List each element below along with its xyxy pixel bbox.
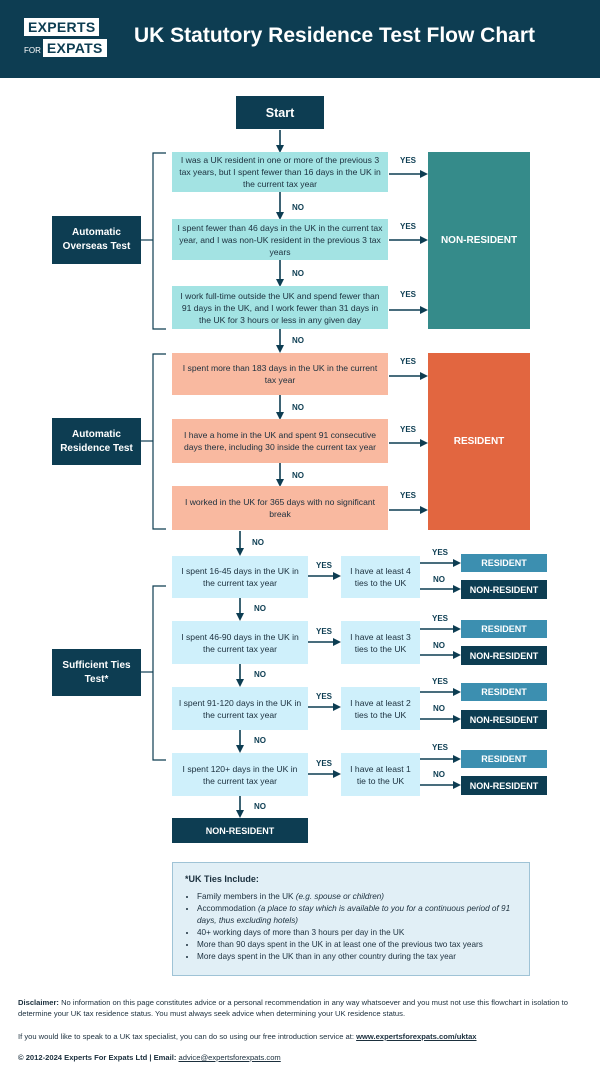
yes-label: YES	[400, 357, 417, 366]
copyright-line: © 2012-2024 Experts For Expats Ltd | Ema…	[18, 1052, 584, 1063]
bracket-ties	[152, 585, 166, 761]
no-label: NO	[254, 604, 266, 613]
list-item: Accommodation (a place to stay which is …	[197, 903, 517, 927]
ties-row-4-non-resident: NON-RESIDENT	[461, 776, 547, 795]
logo-bottom-text: EXPATS	[42, 39, 107, 57]
no-label: NO	[292, 269, 304, 278]
no-label: NO	[433, 704, 445, 713]
no-label: NO	[433, 641, 445, 650]
no-label: NO	[254, 736, 266, 745]
ties-days-question-2: I spent 46-90 days in the UK in the curr…	[172, 621, 308, 664]
final-non-resident: NON-RESIDENT	[172, 818, 308, 843]
overseas-question-1: I was a UK resident in one or more of th…	[172, 152, 388, 192]
overseas-question-2: I spent fewer than 46 days in the UK in …	[172, 219, 388, 260]
yes-label: YES	[432, 614, 449, 623]
ties-row-2-resident: RESIDENT	[461, 620, 547, 638]
contact-text: If you would like to speak to a UK tax s…	[18, 1032, 357, 1041]
sufficient-ties-test-label: Sufficient Ties Test*	[52, 649, 141, 696]
logo-top-text: EXPERTS	[24, 18, 100, 36]
ties-days-question-4: I spent 120+ days in the UK in the curre…	[172, 753, 308, 796]
disclaimer-label: Disclaimer:	[18, 998, 59, 1007]
overseas-question-3: I work full-time outside the UK and spen…	[172, 286, 388, 329]
yes-label: YES	[316, 759, 333, 768]
disclaimer: Disclaimer: No information on this page …	[18, 997, 584, 1019]
no-label: NO	[292, 471, 304, 480]
no-label: NO	[292, 403, 304, 412]
yes-label: YES	[400, 156, 417, 165]
yes-label: YES	[316, 692, 333, 701]
ties-days-question-1: I spent 16-45 days in the UK in the curr…	[172, 556, 308, 598]
contact-line: If you would like to speak to a UK tax s…	[18, 1031, 584, 1042]
yes-label: YES	[400, 290, 417, 299]
no-label: NO	[433, 770, 445, 779]
bracket-overseas	[152, 152, 166, 330]
bracket-residence	[152, 353, 166, 530]
yes-label: YES	[400, 491, 417, 500]
ties-count-question-4: I have at least 1 tie to the UK	[341, 753, 420, 796]
no-label: NO	[292, 336, 304, 345]
no-label: NO	[252, 538, 264, 547]
disclaimer-text: No information on this page constitutes …	[18, 998, 569, 1018]
no-label: NO	[254, 802, 266, 811]
yes-label: YES	[400, 222, 417, 231]
no-label: NO	[292, 203, 304, 212]
ties-count-question-3: I have at least 2 ties to the UK	[341, 687, 420, 730]
yes-label: YES	[432, 548, 449, 557]
uktax-link[interactable]: www.expertsforexpats.com/uktax	[356, 1032, 477, 1041]
ties-row-1-non-resident: NON-RESIDENT	[461, 580, 547, 599]
ties-row-2-non-resident: NON-RESIDENT	[461, 646, 547, 665]
yes-label: YES	[432, 677, 449, 686]
residence-question-3: I worked in the UK for 365 days with no …	[172, 486, 388, 530]
uk-ties-box: *UK Ties Include: Family members in the …	[172, 862, 530, 976]
ties-row-1-resident: RESIDENT	[461, 554, 547, 572]
automatic-residence-test-label: Automatic Residence Test	[52, 418, 141, 465]
uk-ties-title: *UK Ties Include:	[185, 874, 259, 884]
residence-question-1: I spent more than 183 days in the UK in …	[172, 353, 388, 395]
residence-result-resident: RESIDENT	[428, 353, 530, 530]
no-label: NO	[254, 670, 266, 679]
uk-ties-list: Family members in the UK (e.g. spouse or…	[185, 891, 517, 963]
ties-count-question-1: I have at least 4 ties to the UK	[341, 556, 420, 598]
automatic-overseas-test-label: Automatic Overseas Test	[52, 216, 141, 264]
overseas-result-non-resident: NON-RESIDENT	[428, 152, 530, 329]
start-node: Start	[236, 96, 324, 129]
ties-days-question-3: I spent 91-120 days in the UK in the cur…	[172, 687, 308, 730]
ties-row-3-resident: RESIDENT	[461, 683, 547, 701]
yes-label: YES	[400, 425, 417, 434]
logo-for-text: FOR	[24, 46, 41, 55]
ties-row-4-resident: RESIDENT	[461, 750, 547, 768]
yes-label: YES	[316, 627, 333, 636]
no-label: NO	[433, 575, 445, 584]
email-link[interactable]: advice@expertsforexpats.com	[178, 1053, 281, 1062]
list-item: More days spent in the UK than in any ot…	[197, 951, 517, 963]
page-title: UK Statutory Residence Test Flow Chart	[134, 24, 536, 47]
yes-label: YES	[316, 561, 333, 570]
list-item: Family members in the UK (e.g. spouse or…	[197, 891, 517, 903]
residence-question-2: I have a home in the UK and spent 91 con…	[172, 419, 388, 463]
ties-count-question-2: I have at least 3 ties to the UK	[341, 621, 420, 664]
list-item: More than 90 days spent in the UK in at …	[197, 939, 517, 951]
list-item: 40+ working days of more than 3 hours pe…	[197, 927, 517, 939]
yes-label: YES	[432, 743, 449, 752]
ties-row-3-non-resident: NON-RESIDENT	[461, 710, 547, 729]
copyright-text: © 2012-2024 Experts For Expats Ltd | Ema…	[18, 1053, 179, 1062]
